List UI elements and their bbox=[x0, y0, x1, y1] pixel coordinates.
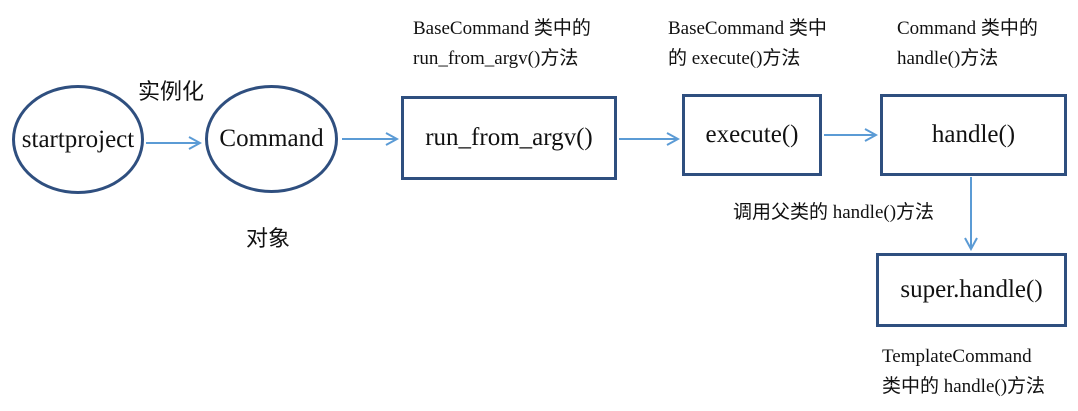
execute-annotation: BaseCommand 类中 的 execute()方法 bbox=[668, 14, 827, 74]
handle-label: handle() bbox=[931, 121, 1016, 148]
handle-node: handle() bbox=[880, 94, 1067, 176]
command-node: Command bbox=[205, 85, 338, 193]
handle-annotation: Command 类中的 handle()方法 bbox=[897, 14, 1038, 74]
run-from-argv-annotation-line-1: BaseCommand 类中的 bbox=[413, 18, 591, 39]
startproject-label: startproject bbox=[21, 125, 135, 153]
call-parent-label: 调用父类的 handle()方法 bbox=[733, 202, 935, 223]
execute-node: execute() bbox=[682, 94, 822, 176]
run-from-argv-label: run_from_argv() bbox=[425, 124, 593, 151]
super-handle-annotation-line-2: 类中的 handle()方法 bbox=[882, 376, 1046, 397]
handle-annotation-line-2: handle()方法 bbox=[897, 48, 999, 69]
super-handle-annotation: TemplateCommand 类中的 handle()方法 bbox=[882, 342, 1045, 402]
super-handle-label: super.handle() bbox=[900, 276, 1043, 303]
instantiate-label: 实例化 bbox=[138, 80, 205, 105]
super-handle-annotation-line-1: TemplateCommand bbox=[882, 346, 1032, 367]
startproject-node: startproject bbox=[12, 85, 144, 194]
command-label: Command bbox=[219, 125, 324, 152]
super-handle-node: super.handle() bbox=[876, 253, 1067, 327]
run-from-argv-annotation: BaseCommand 类中的 run_from_argv()方法 bbox=[413, 14, 591, 74]
execute-annotation-line-1: BaseCommand 类中 bbox=[668, 18, 827, 39]
execute-annotation-line-2: 的 execute()方法 bbox=[668, 48, 801, 69]
object-label: 对象 bbox=[246, 227, 291, 252]
run-from-argv-annotation-line-2: run_from_argv()方法 bbox=[413, 48, 579, 69]
execute-label: execute() bbox=[705, 121, 799, 148]
handle-annotation-line-1: Command 类中的 bbox=[897, 18, 1038, 39]
run-from-argv-node: run_from_argv() bbox=[401, 96, 617, 180]
